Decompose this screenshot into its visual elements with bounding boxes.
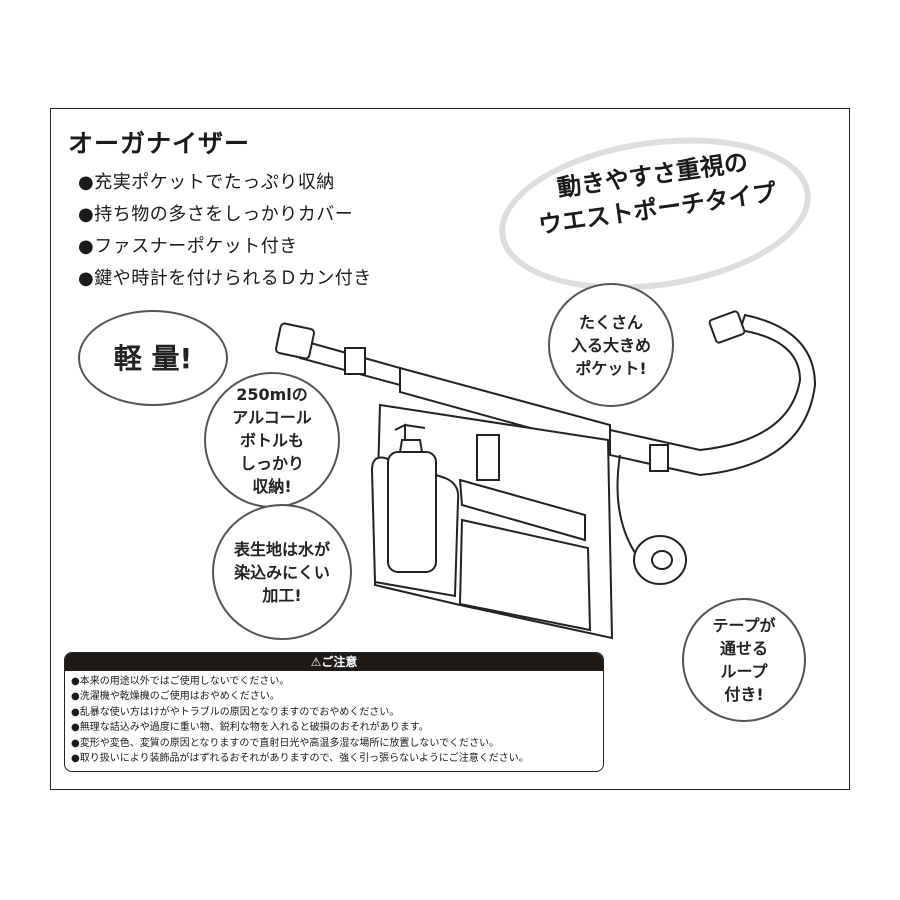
caution-item: ●洗濯機や乾燥機のご使用はおやめください。 xyxy=(71,691,280,703)
bubble-water: 表生地は水が染込みにくい加工! xyxy=(212,504,352,640)
feature-item: ●持ち物の多さをしっかりカバー xyxy=(78,204,354,225)
bubble-text: 染込みにくい xyxy=(234,562,330,582)
bubble-light: 軽 量! xyxy=(78,310,228,406)
bubble-text: 入る大きめ xyxy=(570,335,651,355)
bubble-pocket: たくさん入る大きめポケット! xyxy=(548,283,674,407)
feature-item: ●ファスナーポケット付き xyxy=(78,236,298,257)
feature-item: ●充実ポケットでたっぷり収納 xyxy=(78,172,335,193)
bubble-tape: テープが通せるループ付き! xyxy=(682,598,806,722)
caution-item: ●本来の用途以外ではご使用しないでください。 xyxy=(71,676,290,687)
bubble-text: しっかり xyxy=(239,453,304,473)
bubble-text: 250mlの xyxy=(236,384,308,404)
bubble-text: 付き! xyxy=(724,685,764,704)
bubble-bottle: 250mlのアルコールボトルもしっかり収納! xyxy=(204,372,340,508)
bubble-text: ループ xyxy=(720,662,768,681)
caution-item: ●変形や変色、変質の原因となりますので直射日光や高温多湿な場所に放置しないでくだ… xyxy=(71,737,500,749)
caution-item: ●無理な詰込みや過度に重い物、鋭利な物を入れると破損のおそれがあります。 xyxy=(71,722,429,734)
caution-header: ⚠ご注意 xyxy=(65,653,603,671)
feature-item: ●鍵や時計を付けられるＤカン付き xyxy=(78,268,372,289)
bubble-text: アルコール xyxy=(232,407,312,427)
caution-item: ●取り扱いにより装飾品がはずれるおそれがありますので、強く引っ張らないようにご注… xyxy=(71,753,529,765)
page-title: オーガナイザー xyxy=(68,129,251,158)
bubble-text: ボトルも xyxy=(239,430,304,450)
bubble-text: 収納! xyxy=(252,476,292,496)
bubble-text: 通せる xyxy=(719,639,768,658)
caution-item: ●乱暴な使い方はけがやトラブルの原因となりますのでおやめください。 xyxy=(71,706,400,718)
bubble-text: たくさん xyxy=(578,312,643,332)
bubble-text: 加工! xyxy=(262,585,302,605)
caution-box: ⚠ご注意 ●本来の用途以外ではご使用しないでください。 ●洗濯機や乾燥機のご使用… xyxy=(64,652,604,772)
bubble-text: テープが xyxy=(712,616,776,635)
frame xyxy=(50,108,850,790)
bubble-text: 軽 量! xyxy=(113,341,193,375)
bubble-text: 表生地は水が xyxy=(233,539,330,559)
bubble-text: ポケット! xyxy=(575,358,647,378)
